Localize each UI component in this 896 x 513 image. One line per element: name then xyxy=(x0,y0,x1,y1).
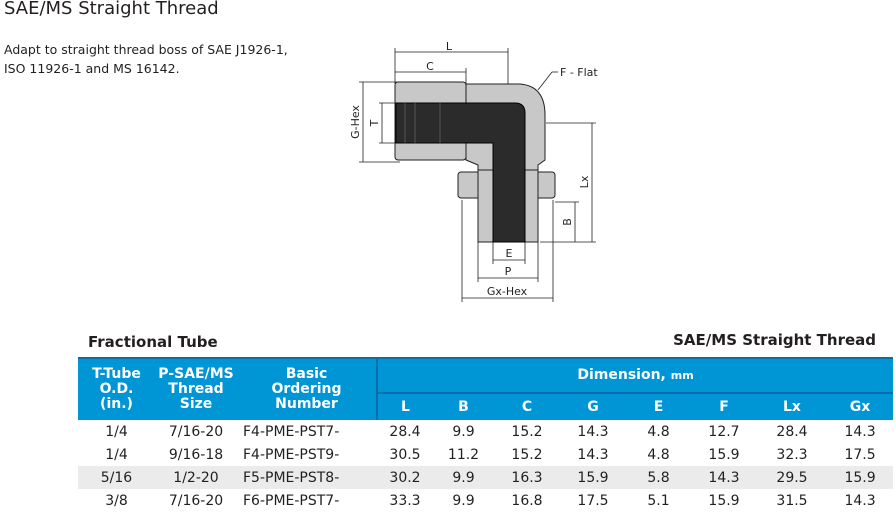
table-row: 1/4 7/16-20 F4-PME-PST7- 28.4 9.9 15.2 14.3 4.8… xyxy=(78,420,893,443)
page-title: SAE/MS Straight Thread xyxy=(4,0,219,19)
table-cell: 4.8 xyxy=(647,423,670,440)
table-cell: 12.7 xyxy=(708,423,740,440)
header-dimension: Dimension, mm xyxy=(375,357,894,394)
table-cell: F6-PME-PST7- xyxy=(243,492,340,509)
table-cell: 5/16 xyxy=(78,466,155,489)
table-cell: 7/16-20 xyxy=(168,492,224,509)
label-E: E xyxy=(506,247,513,260)
header-dim-b: B xyxy=(433,393,494,420)
table-cell: 15.9 xyxy=(560,466,626,489)
header-dim-l: L xyxy=(376,393,433,420)
table-cell: 28.4 xyxy=(389,423,421,440)
table-subtitle-right: SAE/MS Straight Thread xyxy=(673,331,876,349)
header-dim-c: C xyxy=(494,393,560,420)
label-B: B xyxy=(561,218,574,226)
table-cell: 30.2 xyxy=(377,466,433,489)
table-cell: 32.3 xyxy=(776,446,808,463)
table-cell: 15.9 xyxy=(827,466,894,489)
table-cell: 14.3 xyxy=(844,423,876,440)
header-dim-e: E xyxy=(626,393,691,420)
label-P: P xyxy=(505,265,512,278)
table-cell: 5.8 xyxy=(626,466,691,489)
table-row: 1/4 9/16-18 F4-PME-PST9- 30.5 11.2 15.2 14.3 4.… xyxy=(78,443,893,466)
label-Gx-hex: Gx-Hex xyxy=(487,285,528,298)
table-cell: 15.2 xyxy=(511,446,543,463)
table-cell: 9.9 xyxy=(452,492,475,509)
table-row: 3/8 7/16-20 F6-PME-PST7- 33.3 9.9 16.8 17.5 5.1… xyxy=(78,489,893,512)
table-cell: 1/2-20 xyxy=(155,466,237,489)
description: Adapt to straight thread boss of SAE J19… xyxy=(4,40,288,78)
table-cell: 11.2 xyxy=(447,446,480,463)
label-C: C xyxy=(426,60,434,73)
table-cell: 9.9 xyxy=(433,466,494,489)
table-cell: F4-PME-PST7- xyxy=(243,423,340,440)
table-cell: 14.3 xyxy=(844,492,876,509)
label-G-hex: G-Hex xyxy=(349,105,362,139)
header-dim-f: F xyxy=(691,393,757,420)
table-cell: 15.2 xyxy=(511,423,543,440)
header-dim-g: G xyxy=(560,393,626,420)
table-cell: 1/4 xyxy=(105,423,128,440)
table-cell: 28.4 xyxy=(776,423,808,440)
table-cell: 5.1 xyxy=(647,492,670,509)
table-cell: 33.3 xyxy=(389,492,421,509)
table-cell: F4-PME-PST9- xyxy=(243,446,340,463)
label-T: T xyxy=(368,119,381,127)
table-cell: 9/16-18 xyxy=(168,446,224,463)
label-F: F - Flat xyxy=(560,66,598,79)
table-cell: 16.8 xyxy=(511,492,543,509)
table-cell: 14.3 xyxy=(691,466,757,489)
table-cell: 9.9 xyxy=(452,423,475,440)
table-cell: 7/16-20 xyxy=(168,423,224,440)
table-subtitle-left: Fractional Tube xyxy=(88,333,218,351)
header-dim-gx: Gx xyxy=(827,393,894,420)
label-Lx: Lx xyxy=(578,175,591,188)
table-cell: 17.5 xyxy=(844,446,876,463)
elbow-fitting-diagram: L C F - Flat G-Hex T Lx B E P Gx-Hex xyxy=(349,40,598,302)
table-cell: 4.8 xyxy=(647,446,670,463)
table-cell: 15.9 xyxy=(708,492,740,509)
label-L: L xyxy=(446,40,453,53)
table-cell: 30.5 xyxy=(389,446,421,463)
table-cell: 14.3 xyxy=(577,446,609,463)
table-cell: 29.5 xyxy=(757,466,827,489)
table-cell: 14.3 xyxy=(577,423,609,440)
table-cell: 15.9 xyxy=(708,446,740,463)
table-cell: 3/8 xyxy=(105,492,128,509)
table-cell: 31.5 xyxy=(776,492,808,509)
table-cell: 1/4 xyxy=(105,446,128,463)
table-cell: 17.5 xyxy=(577,492,609,509)
header-dim-lx: Lx xyxy=(757,393,827,420)
description-line: Adapt to straight thread boss of SAE J19… xyxy=(4,42,288,57)
description-line: ISO 11926-1 and MS 16142. xyxy=(4,61,180,76)
table-cell: 16.3 xyxy=(494,466,560,489)
table-cell: F5-PME-PST8- xyxy=(237,466,377,489)
